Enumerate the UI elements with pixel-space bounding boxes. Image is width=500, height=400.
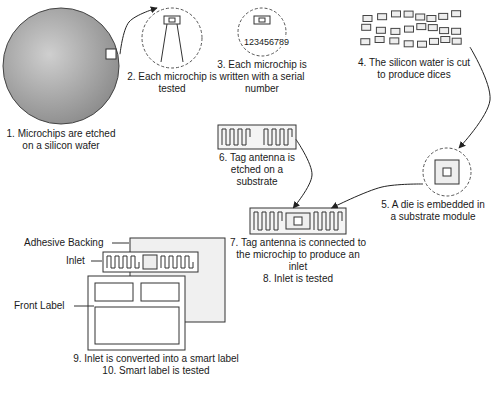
part-label: Front Label [14, 300, 65, 312]
die [452, 11, 461, 17]
die [404, 41, 413, 47]
label-field [95, 307, 179, 344]
part-label: Adhesive Backing [24, 237, 104, 249]
inlet-substrate [250, 208, 346, 234]
antenna-trace [264, 129, 292, 145]
die [439, 13, 448, 19]
step-caption: 8. Inlet is tested [228, 273, 368, 285]
test-probe [177, 24, 183, 62]
die [391, 28, 400, 34]
process-step: 4. The silicon water is cut to produce d… [358, 8, 470, 54]
die [361, 39, 370, 45]
step-caption-block: 1. Microchips are etched on a silicon wa… [3, 128, 119, 152]
die [375, 37, 384, 43]
die [405, 26, 414, 32]
microchip-core [169, 18, 175, 22]
step-caption: 1. Microchips are etched on a silicon wa… [3, 128, 119, 152]
die [294, 217, 302, 225]
wafer-chip [106, 49, 116, 59]
die [440, 28, 449, 34]
die [427, 16, 436, 22]
step-caption-block: 9. Inlet is converted into a smart label… [56, 353, 256, 377]
step-caption: 10. Smart label is tested [56, 365, 256, 377]
microchip-core [259, 18, 265, 22]
process-step: 2. Each microchip is tested [142, 8, 202, 68]
process-step: 9. Inlet is converted into a smart label… [88, 238, 225, 350]
substrate [218, 125, 296, 149]
step-caption: 7. Tag antenna is connected to the micro… [228, 237, 368, 273]
step-caption-block: 7. Tag antenna is connected to the micro… [228, 237, 368, 285]
step-caption: 2. Each microchip is tested [127, 71, 217, 95]
step-caption-block: 3. Each microchip is written with a seri… [214, 59, 310, 95]
detail-circle [142, 8, 202, 68]
die [390, 38, 399, 44]
antenna-trace [222, 129, 250, 145]
die [452, 28, 461, 34]
step-caption-block: 5. A die is embedded in a substrate modu… [378, 199, 488, 223]
step-caption: 6. Tag antenna is etched on a substrate [212, 152, 302, 188]
process-step: 5. A die is embedded in a substrate modu… [423, 148, 471, 196]
leader-line [74, 306, 94, 307]
detail-circle [423, 148, 471, 196]
substrate-module [286, 213, 310, 229]
step-caption: 3. Each microchip is written with a seri… [214, 59, 310, 95]
process-step: 6. Tag antenna is etched on a substrate [218, 125, 296, 149]
part-label: Inlet [66, 255, 85, 267]
substrate-module [143, 255, 157, 269]
die [404, 11, 413, 17]
front-label [88, 276, 185, 350]
die [428, 25, 437, 31]
antenna-trace [161, 256, 193, 268]
leader-line [112, 243, 129, 244]
step-caption-block: 4. The silicon water is cut to produce d… [354, 57, 474, 81]
process-step: 7. Tag antenna is connected to the micro… [250, 208, 346, 234]
step-caption: 4. The silicon water is cut to produce d… [354, 57, 474, 81]
test-probe [161, 24, 167, 62]
die [418, 41, 427, 47]
die [416, 14, 425, 20]
silicon-wafer [3, 8, 119, 124]
die [363, 16, 372, 22]
die [378, 14, 387, 20]
label-field [141, 283, 179, 301]
process-step: 1. Microchips are etched on a silicon wa… [2, 7, 120, 125]
microchip [254, 16, 270, 24]
die [443, 168, 451, 176]
die [376, 27, 385, 33]
process-arrow [120, 8, 157, 54]
serial-number: 123456789 [243, 37, 290, 47]
step-caption: 9. Inlet is converted into a smart label [56, 353, 256, 365]
die [452, 38, 461, 44]
die [430, 38, 439, 44]
dice-group [361, 11, 461, 48]
microchip [164, 16, 180, 24]
detail-circle [238, 8, 286, 56]
process-step: 1234567893. Each microchip is written wi… [238, 8, 286, 56]
die [392, 11, 401, 17]
die [417, 24, 426, 30]
die [441, 37, 450, 43]
step-caption: 5. A die is embedded in a substrate modu… [378, 199, 488, 223]
leader-line [91, 261, 102, 262]
label-field [95, 283, 133, 301]
step-caption-block: 6. Tag antenna is etched on a substrate [212, 152, 302, 188]
process-arrow [293, 139, 312, 208]
antenna-trace [314, 212, 342, 230]
antenna-trace [254, 212, 282, 230]
step-caption-block: 2. Each microchip is tested [127, 71, 217, 95]
antenna-trace [107, 256, 139, 268]
die [362, 24, 371, 30]
substrate-module [435, 160, 459, 184]
inlet-layer [103, 252, 198, 272]
